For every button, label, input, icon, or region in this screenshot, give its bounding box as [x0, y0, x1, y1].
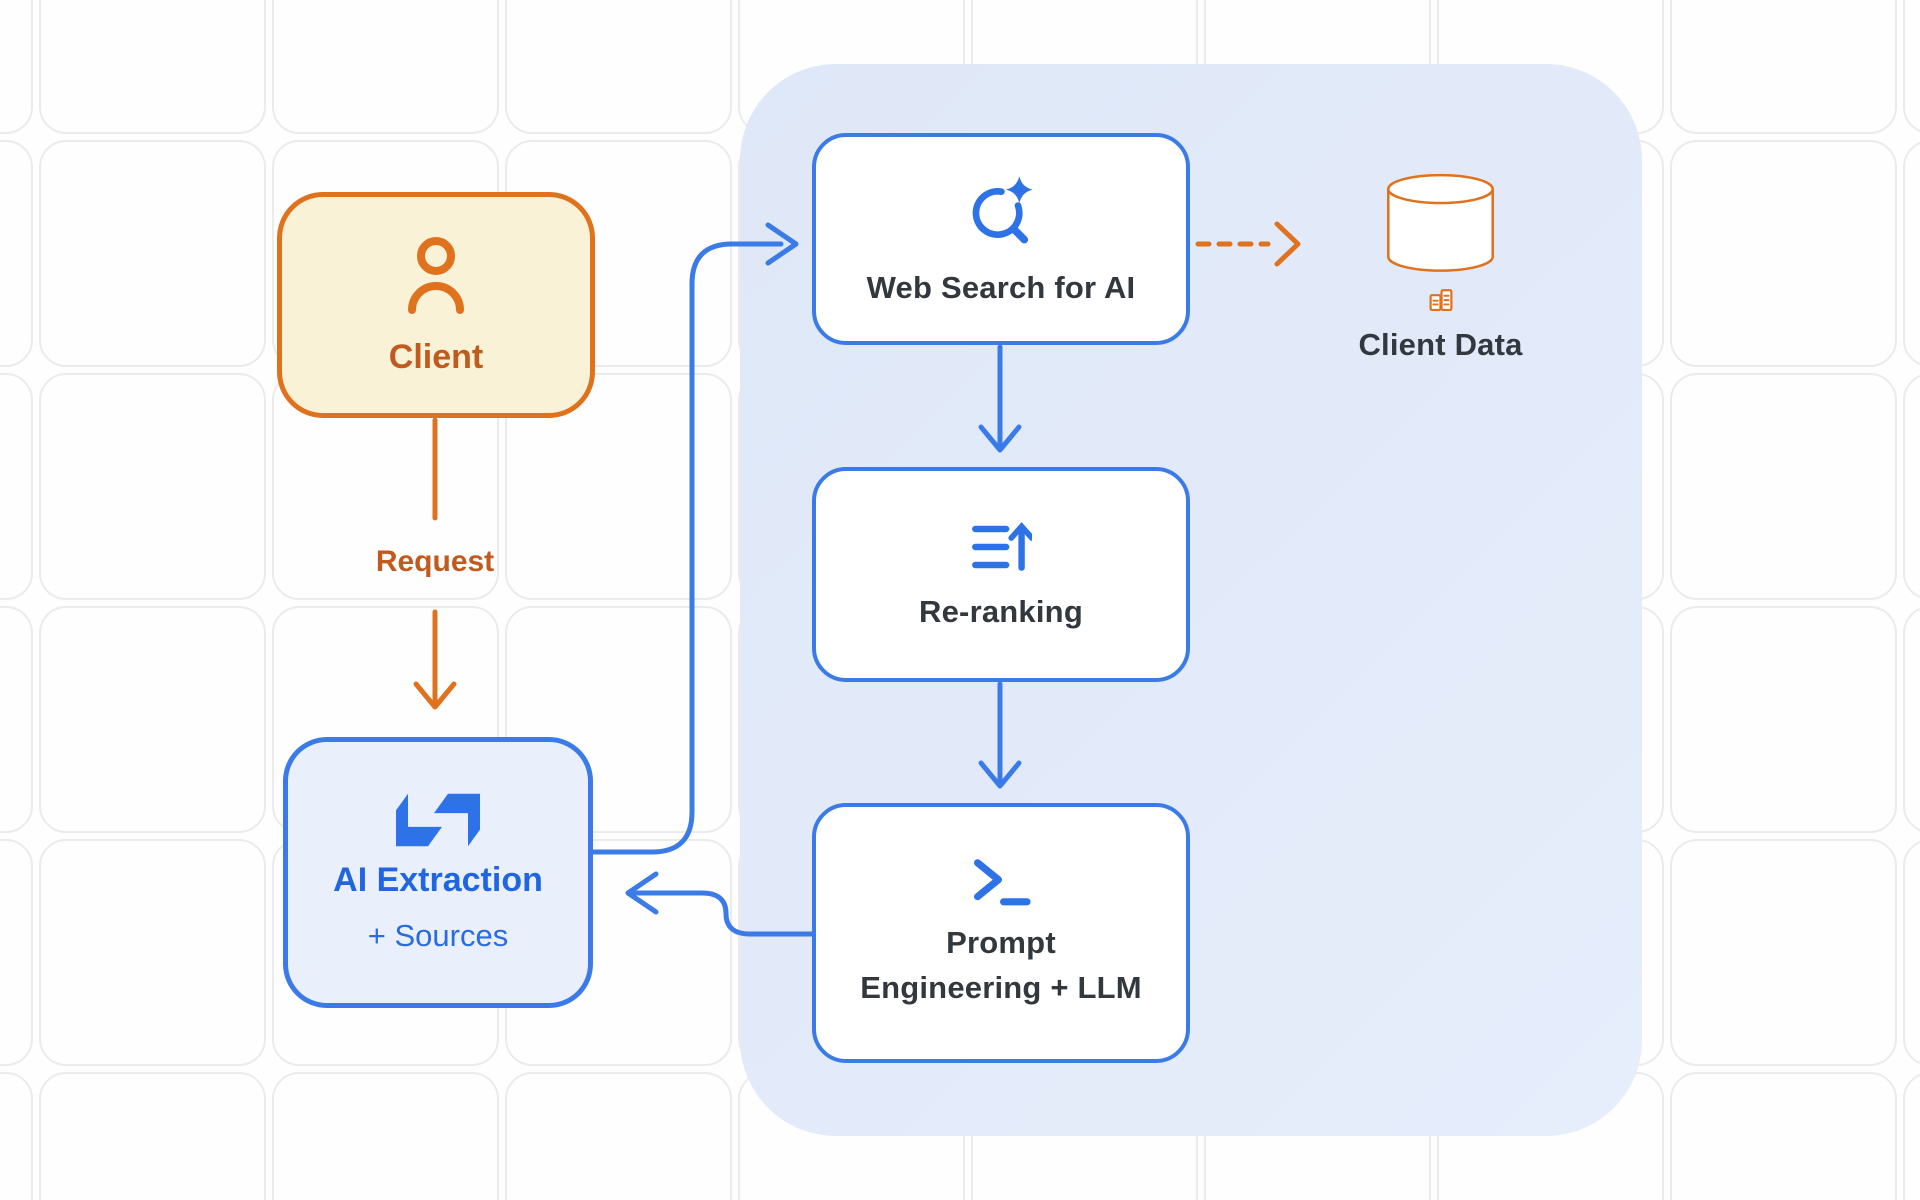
- loop-arrows-icon: [396, 793, 480, 847]
- client-data-label: Client Data: [1358, 327, 1523, 362]
- edge-prompt-to-extraction: [625, 871, 815, 937]
- node-re-ranking: Re-ranking: [812, 467, 1190, 682]
- edge-websearch-to-reranking: [978, 344, 1022, 453]
- database-cylinder: [1387, 173, 1494, 272]
- node-prompt-llm: Prompt Engineering + LLM: [812, 803, 1190, 1063]
- client-label: Client: [388, 337, 484, 376]
- re-ranking-label: Re-ranking: [919, 593, 1083, 629]
- ai-search-icon: [972, 176, 1033, 244]
- edge-client-request: [413, 417, 457, 710]
- ai-extraction-label: AI Extraction: [333, 861, 543, 899]
- request-label: Request: [375, 545, 495, 578]
- person-icon: [408, 236, 464, 314]
- node-client-data: Client Data: [1313, 127, 1568, 363]
- edge-websearch-to-clientdata: [1195, 221, 1301, 267]
- node-web-search: Web Search for AI: [812, 133, 1190, 345]
- prompt-llm-label-line1: Prompt: [946, 925, 1056, 961]
- terminal-icon: [974, 859, 1031, 906]
- data-report-icon: [1429, 288, 1452, 311]
- edge-extraction-to-websearch: [590, 222, 799, 855]
- prompt-llm-label-line2: Engineering + LLM: [860, 970, 1142, 1005]
- web-search-label: Web Search for AI: [866, 270, 1136, 305]
- ai-extraction-sublabel: + Sources: [367, 918, 509, 953]
- edge-reranking-to-prompt: [978, 681, 1022, 789]
- sort-ascending-icon: [972, 521, 1032, 571]
- node-client: Client: [277, 192, 595, 418]
- node-ai-extraction: AI Extraction + Sources: [283, 737, 593, 1008]
